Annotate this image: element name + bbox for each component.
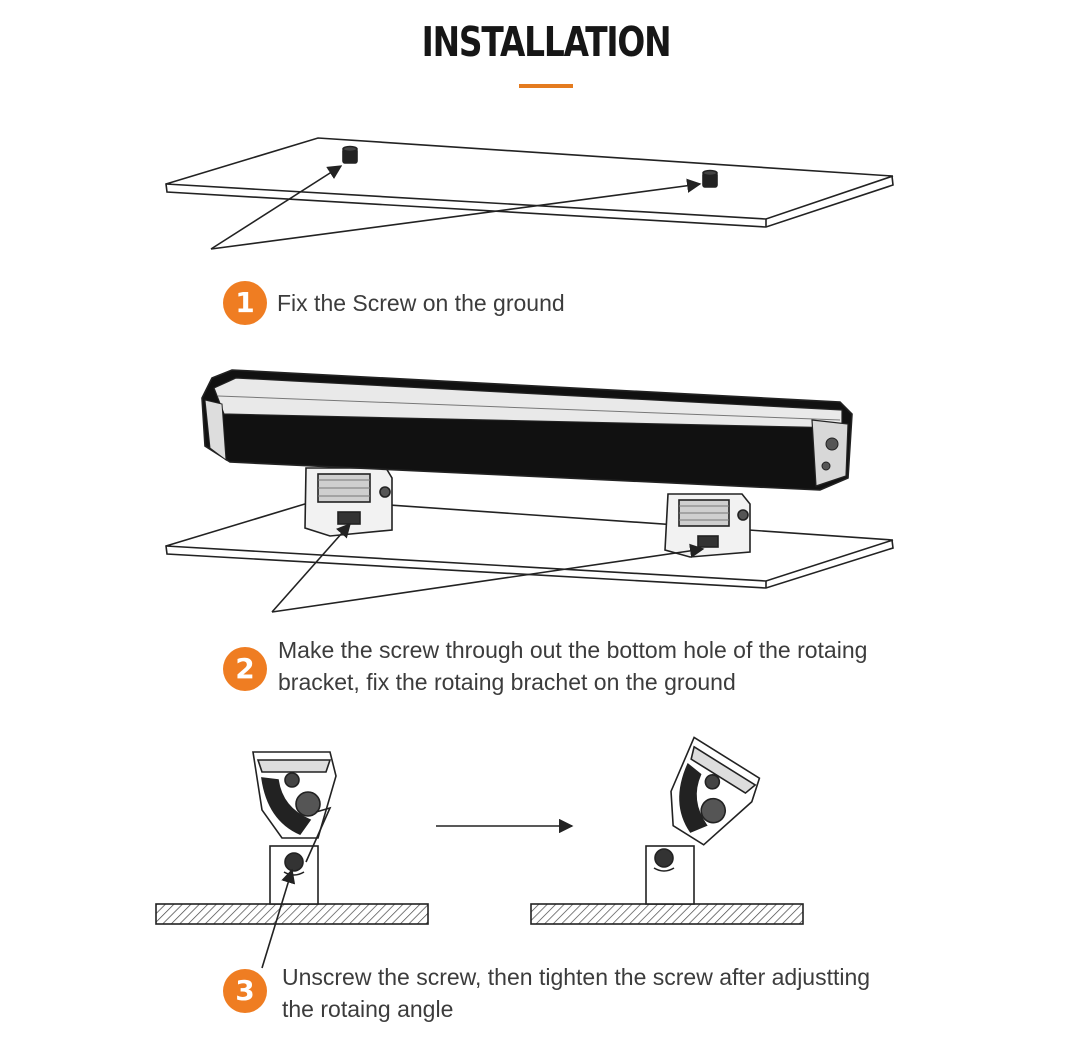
step-1-badge: 1 [223, 281, 267, 325]
step-2-line-2: bracket, fix the rotaing brachet on the … [278, 669, 736, 695]
step-1-text: Fix the Screw on the ground [277, 287, 565, 319]
title-underline [519, 84, 573, 88]
step-2-badge: 2 [223, 647, 267, 691]
step-3-line-1: Unscrew the screw, then tighten the scre… [282, 964, 871, 990]
step-1-line-1: Fix the Screw on the ground [277, 290, 565, 316]
figure-3-rotation [155, 736, 804, 969]
step-3-text: Unscrew the screw, then tighten the scre… [282, 961, 870, 1025]
page-title: INSTALLATION [421, 18, 672, 66]
step-3-line-2: the rotaing angle [282, 996, 454, 1022]
step-3-badge: 3 [223, 969, 267, 1013]
step-2-line-1: Make the screw through out the bottom ho… [278, 637, 868, 663]
figure-2-light-bar [165, 369, 894, 613]
step-2-text: Make the screw through out the bottom ho… [278, 634, 867, 698]
figure-1-ground-plate [165, 137, 894, 250]
